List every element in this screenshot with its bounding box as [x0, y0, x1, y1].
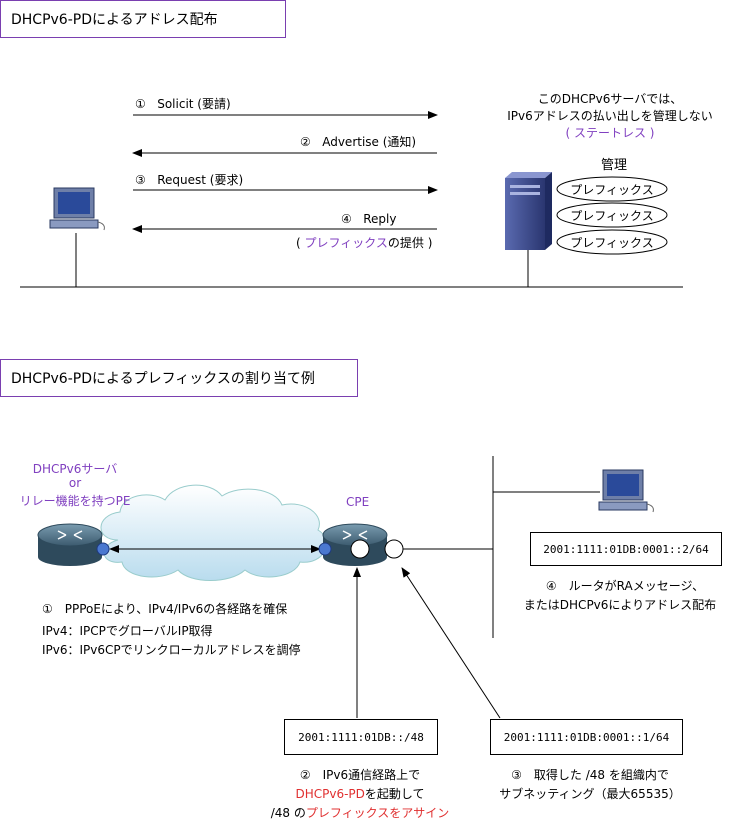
step2-line3: /48 のプレフィックスをアサイン — [250, 804, 470, 821]
pe-label-line2: or — [68, 476, 82, 490]
section1-title: DHCPv6-PDによるアドレス配布 — [0, 0, 286, 38]
prefix-label-1: プレフィックス — [570, 183, 654, 197]
server-note-line1: このDHCPv6サーバでは、 — [537, 92, 683, 106]
server-note-stateless: ( ステートレス ) — [565, 126, 655, 140]
message-reply-num: ④ — [341, 212, 352, 226]
message-solicit-num: ① — [135, 97, 146, 111]
step2-line2: DHCPv6-PDを起動して — [260, 785, 460, 802]
reply-note-open: ( — [296, 236, 301, 250]
message-reply-label: Reply — [363, 212, 397, 226]
cpe-wan-port — [318, 542, 332, 556]
arrow-subnetting — [401, 567, 501, 719]
pe-port — [96, 542, 110, 556]
manage-label: 管理 — [601, 158, 628, 173]
cpe-lan-port-2 — [384, 539, 404, 559]
prefix64-address-box: 2001:1111:01DB:0001::1/64 — [490, 719, 683, 755]
message-reply: ④ Reply — [341, 212, 396, 226]
prefix-label-2: プレフィックス — [570, 209, 654, 223]
message-request-label: Request (要求) — [157, 173, 244, 187]
message-solicit-label: Solicit (要請) — [157, 97, 231, 111]
message-advertise: ② Advertise (通知) — [300, 133, 416, 150]
prefix-label-3: プレフィックス — [570, 236, 654, 250]
step1-ipv6: IPv6：IPv6CPでリンクローカルアドレスを調停 — [42, 643, 301, 657]
pe-label-line1: DHCPv6サーバ — [32, 462, 118, 476]
pe-label-line3: リレー機能を持つPE — [19, 494, 131, 508]
step3-line2: サブネッティング（最大65535） — [499, 787, 681, 801]
step2-line3-prefix: /48 の — [270, 806, 306, 820]
pe-router-icon — [37, 523, 103, 566]
message-request: ③ Request (要求) — [135, 171, 243, 188]
step3-line1: ③ 取得した /48 を組織内で — [511, 768, 669, 782]
prefix48-address-box: 2001:1111:01DB::/48 — [284, 719, 438, 755]
server-note-line2: IPv6アドレスの払い出しを管理しない — [507, 109, 713, 123]
prefix-ellipse-2 — [556, 202, 668, 228]
server-icon — [505, 172, 552, 250]
network-cloud — [100, 484, 327, 581]
step4-line2: またはDHCPv6によりアドレス配布 — [523, 598, 717, 612]
host-computer-icon — [598, 469, 654, 513]
step1-ipv4: IPv4：IPCPでグローバルIP取得 — [42, 624, 213, 638]
message-request-num: ③ — [135, 173, 146, 187]
prefix-ellipse-1 — [556, 176, 668, 202]
reply-note-prefix-word: プレフィックス — [304, 236, 388, 250]
prefix-ellipse-3 — [556, 229, 668, 255]
step1-text: ① PPPoEにより、IPv4/IPv6の各経路を確保 — [42, 602, 288, 616]
message-solicit: ① Solicit (要請) — [135, 95, 231, 112]
message-advertise-num: ② — [300, 135, 311, 149]
step2-line1: ② IPv6通信経路上で — [299, 768, 421, 782]
section2-title: DHCPv6-PDによるプレフィックスの割り当て例 — [0, 359, 358, 397]
step2-assign-highlight: プレフィックスをアサイン — [305, 806, 450, 820]
client-computer-icon — [49, 187, 105, 231]
cpe-label: CPE — [346, 495, 370, 509]
reply-note-rest: の提供 ) — [387, 236, 433, 250]
host-address-box: 2001:1111:01DB:0001::2/64 — [530, 532, 722, 566]
step2-line2-rest: を起動して — [364, 787, 425, 801]
reply-note: ( プレフィックスの提供 ) — [296, 234, 432, 251]
step4-line1: ④ ルータがRAメッセージ、 — [545, 579, 705, 593]
step2-dhcpv6pd-highlight: DHCPv6-PD — [295, 787, 365, 801]
message-advertise-label: Advertise (通知) — [322, 135, 417, 149]
cpe-lan-port-1 — [350, 539, 370, 559]
